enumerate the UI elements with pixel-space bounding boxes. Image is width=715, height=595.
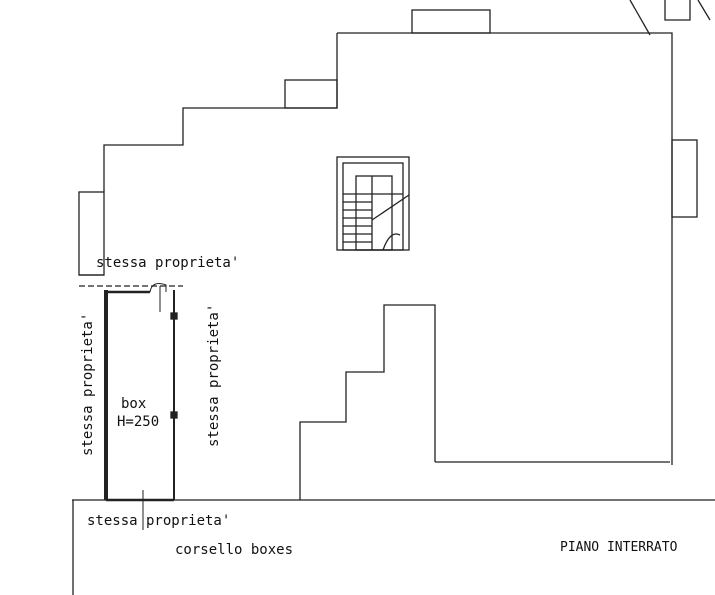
- label-right-property: stessa proprieta': [206, 303, 222, 447]
- label-box: box: [121, 396, 147, 412]
- label-top-property: stessa proprieta': [96, 255, 240, 271]
- building-outline: [72, 32, 715, 595]
- label-bottom-property: stessa proprieta': [87, 513, 231, 529]
- label-corridor: corsello boxes: [175, 542, 294, 558]
- box-garage: [104, 283, 178, 530]
- staircase: [336, 156, 410, 251]
- label-height: H=250: [117, 414, 160, 430]
- label-left-property: stessa proprieta': [80, 312, 96, 456]
- protrusions: [78, 0, 711, 276]
- label-floor: PIANO INTERRATO: [560, 540, 678, 555]
